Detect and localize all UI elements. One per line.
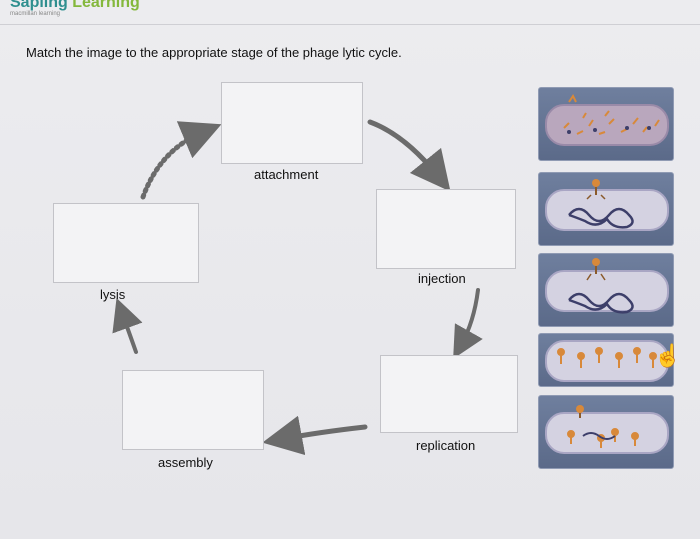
drop-target-injection[interactable] [376, 189, 516, 269]
macmillan-sub-brand: macmillan learning [10, 11, 61, 17]
arrow-assembly-to-lysis-icon [112, 297, 143, 354]
injection-image-icon [568, 179, 634, 229]
stage-label-attachment: attachment [254, 167, 319, 182]
stage-label-assembly: assembly [158, 455, 213, 470]
arrow-replication-to-assembly-icon [262, 415, 368, 456]
image-card-attachment[interactable] [538, 253, 674, 327]
drop-target-replication[interactable] [380, 355, 518, 433]
assembly-image-icon [557, 347, 657, 368]
question-prompt: Match the image to the appropriate stage… [26, 45, 402, 60]
dotted-arrow-icon [140, 121, 222, 200]
stage-label-replication: replication [416, 438, 476, 453]
header-divider [0, 24, 700, 25]
image-card-lysis[interactable] [538, 87, 674, 161]
drop-target-assembly[interactable] [122, 370, 264, 450]
arrow-injection-to-replication-icon [453, 288, 483, 359]
sapling-learning-logo: Sapling Learning [10, 0, 140, 12]
stage-label-injection: injection [418, 271, 466, 286]
replication-image-icon [567, 405, 639, 448]
image-card-injection[interactable] [538, 172, 674, 246]
brand-part-2: Learning [72, 0, 140, 11]
image-card-replication[interactable] [538, 395, 674, 469]
drop-target-lysis[interactable] [53, 203, 199, 283]
arrow-attachment-to-injection-icon [367, 119, 451, 192]
stage-label-lysis: lysis [100, 287, 126, 302]
image-card-assembly[interactable] [538, 333, 674, 387]
brand-part-1: Sapling [10, 0, 68, 11]
hand-cursor-icon: ☝ [654, 343, 682, 368]
lysis-image-icon [563, 94, 660, 135]
drop-target-attachment[interactable] [221, 82, 363, 164]
attachment-image-icon [568, 258, 634, 314]
